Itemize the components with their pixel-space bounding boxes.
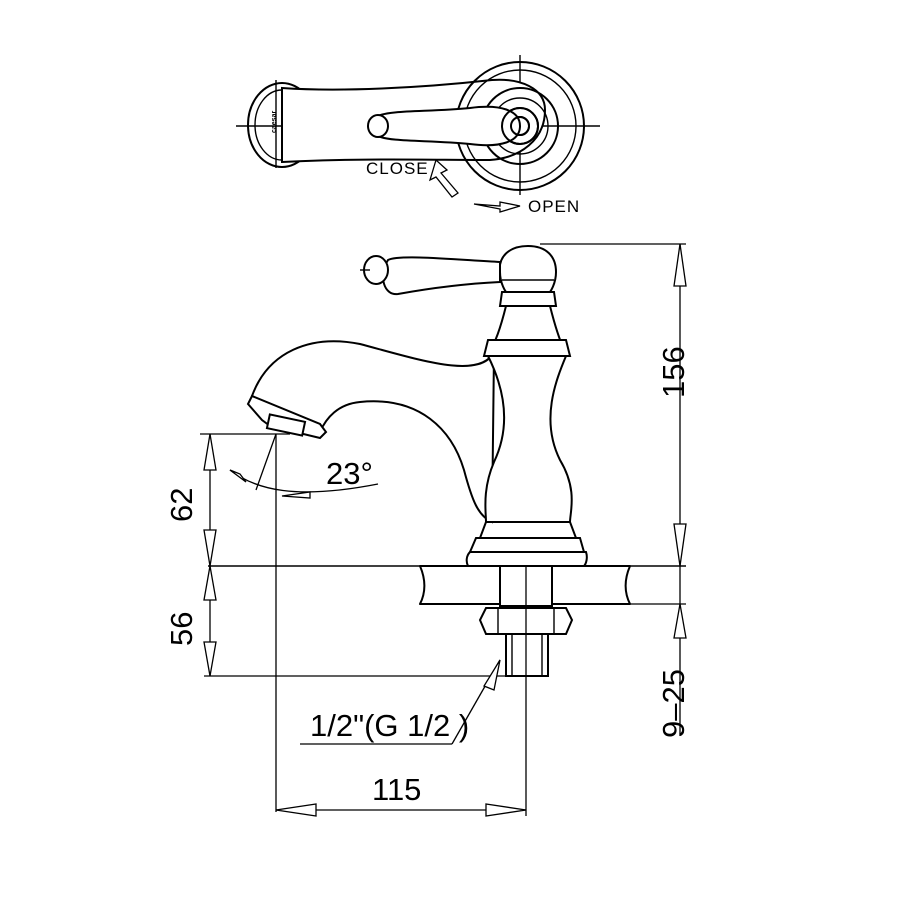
column-neck [498,291,558,307]
open-label: OPEN [528,197,580,216]
thread-leader-arrow [483,659,501,691]
dim-115-label: 115 [372,772,421,807]
thread-label: 1/2"(G 1/2 ) [310,708,469,743]
base-flange-upper [468,537,586,553]
shank-thread [505,633,549,677]
dim-angle-label: 23° [326,456,373,491]
dim-156-arrow-top [673,243,687,287]
top-view: caesar CLOSE OPEN [236,55,600,216]
dim-56-arrow-top [203,565,217,601]
close-arrow [428,158,459,198]
dim-62-arrow-top [203,433,217,471]
base-flange [465,551,588,567]
handle-cap [498,244,558,293]
dim-62-label: 62 [164,488,199,522]
dim-deck-label: 9–25 [656,669,691,738]
angle-arrow-left [229,469,247,483]
dim-156-arrow-bottom [673,523,687,567]
dim-56-label: 56 [164,612,199,646]
column-ring [482,339,572,357]
dim-62-arrow-bottom [203,529,217,567]
dim-115-arrow-right [485,803,527,817]
base-collar [478,521,578,539]
dim-56-arrow-bottom [203,641,217,677]
dim-deck-arrow [673,603,687,639]
dim-156-label: 156 [656,346,691,398]
faucet-column [484,305,573,523]
angle-arrow-right [281,491,311,499]
dimensions: 156 9–25 62 56 23° 1/2"(G 1/2 ) [164,243,691,817]
lever-knob-top [367,114,389,138]
handle-hub-over [501,107,539,145]
lever-top-outline [369,105,522,147]
aerator-tip [265,413,307,437]
angle-ray [255,433,277,491]
open-arrow [473,201,521,213]
dim-115-arrow-left [275,803,317,817]
lever-side [382,256,501,296]
close-label: CLOSE [366,159,429,178]
side-view [208,244,686,677]
spout-body [250,340,495,524]
handle-screw-over [510,116,530,136]
brand-mark: caesar [271,111,278,133]
